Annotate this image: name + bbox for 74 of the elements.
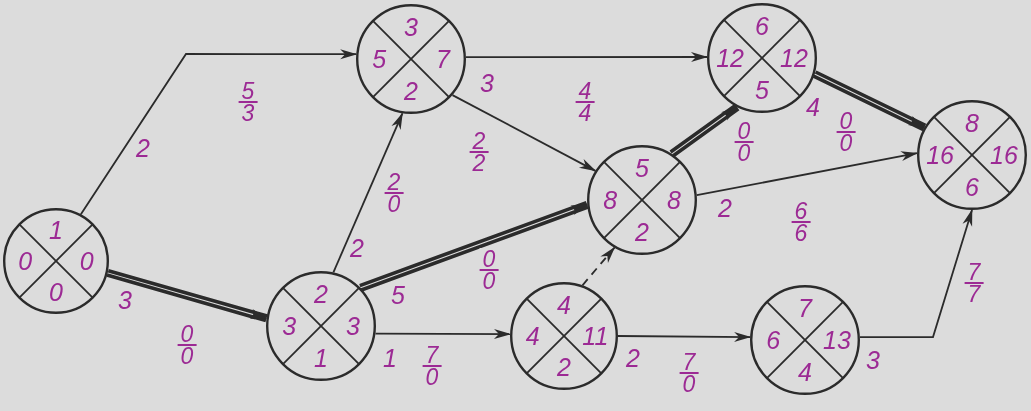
edge-number: 3 xyxy=(865,347,881,373)
bottom-sector-number: 5 xyxy=(754,77,770,103)
edge-number: 2 xyxy=(625,345,641,371)
edge-label: 6 6 xyxy=(791,200,811,244)
right-sector-number: 7 xyxy=(434,46,451,72)
top-sector-number: 2 xyxy=(313,281,329,307)
edge-label: 7 7 xyxy=(964,261,984,305)
right-sector-number: 16 xyxy=(989,142,1019,168)
left-sector-number: 6 xyxy=(765,327,782,353)
right-sector-number: 0 xyxy=(78,248,95,274)
left-sector-number: 8 xyxy=(602,187,619,213)
arrow xyxy=(80,49,358,216)
double-line-arrow xyxy=(105,268,269,323)
arrow xyxy=(465,52,708,62)
arrow xyxy=(617,331,752,342)
arrow xyxy=(332,112,404,274)
bottom-sector-number: 2 xyxy=(634,219,650,245)
edge-label: 2 2 xyxy=(469,130,489,174)
arrow xyxy=(859,209,973,338)
top-sector-number: 5 xyxy=(634,155,650,181)
right-sector-number: 8 xyxy=(665,187,682,213)
bottom-sector-number: 2 xyxy=(556,354,572,380)
event-circle xyxy=(587,145,697,255)
dashed-arrow xyxy=(581,246,616,287)
right-sector-number: 11 xyxy=(581,323,610,349)
edge-number: 1 xyxy=(382,345,398,371)
arrow xyxy=(451,94,597,172)
bottom-sector-number: 0 xyxy=(48,279,64,305)
arrow xyxy=(695,151,918,197)
edge-number: 3 xyxy=(479,70,495,96)
double-line-arrow xyxy=(358,200,590,292)
edge-number: 2 xyxy=(135,135,151,161)
bottom-sector-number: 1 xyxy=(313,345,329,371)
edge-label: 7 0 xyxy=(422,344,442,388)
top-sector-number: 4 xyxy=(556,292,572,318)
right-sector-number: 13 xyxy=(822,327,852,353)
edge-label: 4 4 xyxy=(575,80,595,124)
edge-label: 0 0 xyxy=(734,120,754,164)
event-circle xyxy=(917,100,1027,210)
left-sector-number: 16 xyxy=(925,142,955,168)
edge-label: 0 0 xyxy=(479,248,499,292)
event-circle xyxy=(510,282,618,390)
edge-number: 2 xyxy=(349,235,365,261)
bottom-sector-number: 6 xyxy=(964,174,980,200)
bottom-sector-number: 4 xyxy=(797,359,813,385)
left-sector-number: 5 xyxy=(371,46,388,72)
edge-label: 7 0 xyxy=(679,351,699,395)
edge-label: 0 0 xyxy=(177,323,197,367)
event-circle xyxy=(3,208,109,314)
left-sector-number: 3 xyxy=(281,313,298,339)
edge-number: 3 xyxy=(117,287,133,313)
top-sector-number: 8 xyxy=(964,110,980,136)
arrow xyxy=(374,329,511,340)
top-sector-number: 6 xyxy=(754,13,770,39)
edge-number: 4 xyxy=(805,94,821,120)
edge-number: 5 xyxy=(390,282,406,308)
bottom-sector-number: 2 xyxy=(403,78,419,104)
top-sector-number: 7 xyxy=(797,295,813,321)
left-sector-number: 12 xyxy=(715,45,745,71)
event-circle xyxy=(356,4,466,114)
event-circle xyxy=(750,285,860,395)
right-sector-number: 12 xyxy=(779,45,809,71)
double-line-arrow xyxy=(811,70,928,132)
edge-number: 2 xyxy=(717,195,733,221)
edge-label: 0 0 xyxy=(836,110,856,154)
left-sector-number: 0 xyxy=(17,248,34,274)
top-sector-number: 3 xyxy=(403,14,419,40)
edge-label: 5 3 xyxy=(238,80,258,124)
right-sector-number: 3 xyxy=(344,313,361,339)
top-sector-number: 1 xyxy=(48,217,64,243)
event-circle xyxy=(266,271,376,381)
double-line-arrow xyxy=(668,103,741,158)
edge-label: 2 0 xyxy=(384,171,404,215)
left-sector-number: 4 xyxy=(524,323,541,349)
